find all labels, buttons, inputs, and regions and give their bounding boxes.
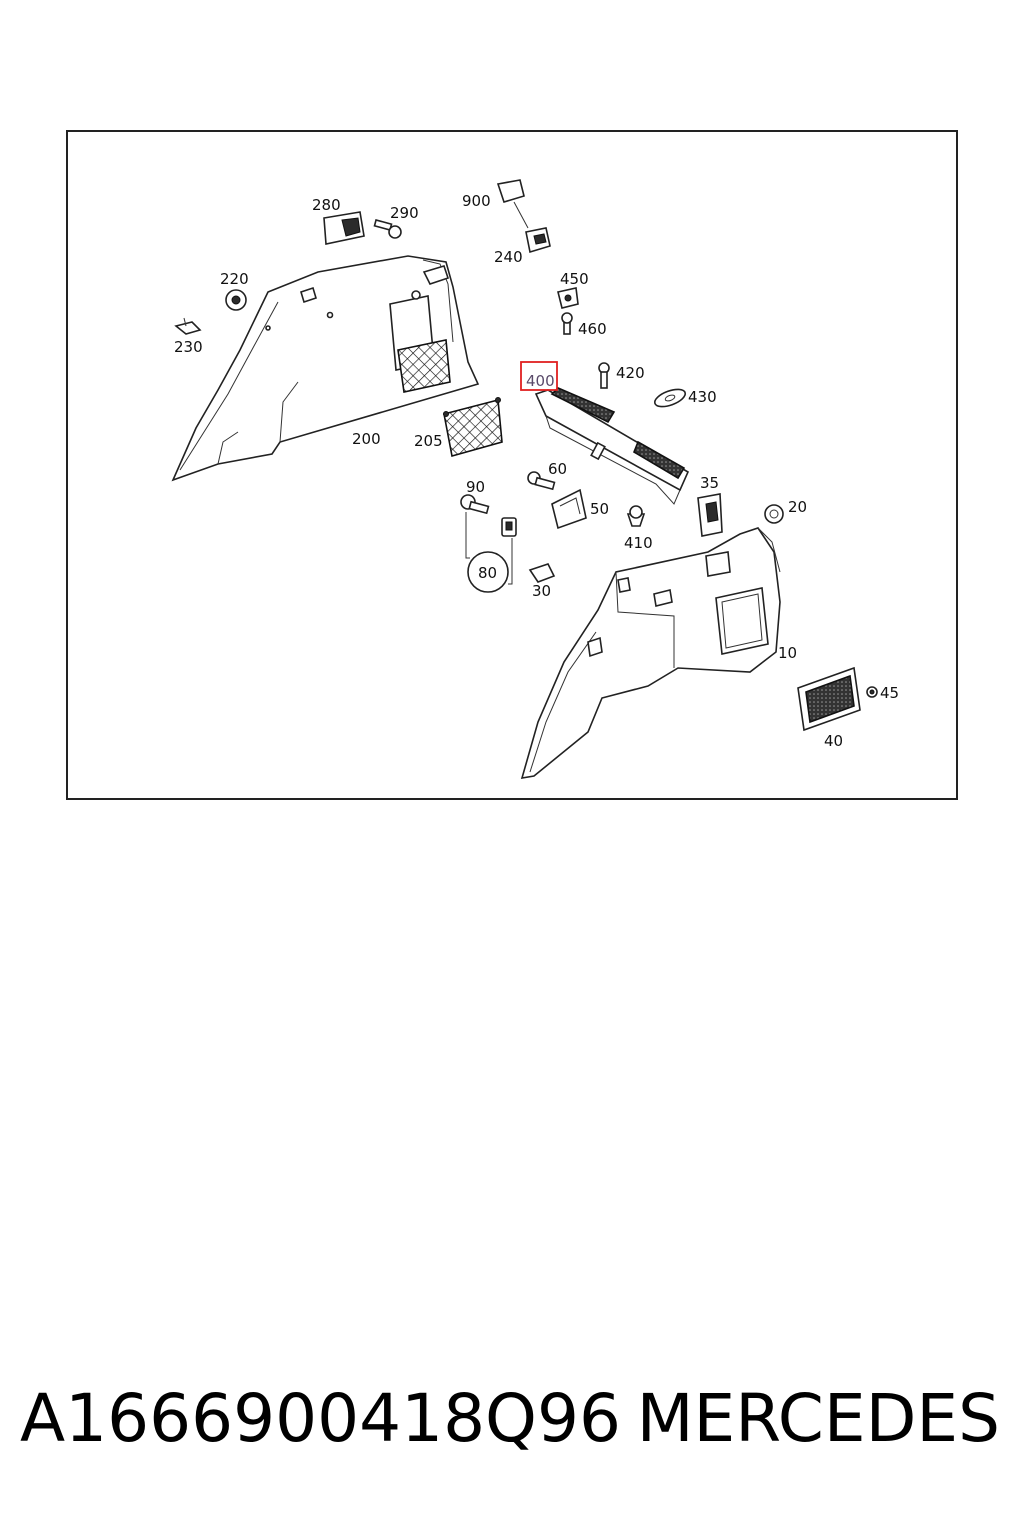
screw-420 — [598, 362, 610, 389]
callout-60: 60 — [548, 460, 567, 478]
clip-30 — [528, 563, 556, 583]
sill-panel-400 — [534, 387, 690, 505]
right-side-panel-10 — [520, 527, 781, 779]
callout-220: 220 — [220, 270, 249, 288]
storage-net-205 — [443, 397, 503, 458]
callout-430: 430 — [688, 388, 717, 406]
cover-cap-280 — [323, 211, 365, 245]
speaker-grille-40 — [797, 666, 861, 732]
callout-30: 30 — [532, 582, 551, 600]
clip-80-item — [501, 517, 517, 537]
bracket-50 — [551, 488, 587, 530]
left-side-panel-200 — [171, 255, 480, 482]
callout-205: 205 — [414, 432, 443, 450]
highlight-box-400 — [520, 361, 558, 391]
clip-230 — [174, 317, 202, 335]
screw-290 — [373, 219, 402, 239]
hook-900 — [496, 179, 529, 229]
callout-460: 460 — [578, 320, 607, 338]
screw-60 — [527, 471, 556, 491]
callout-80-bracket — [465, 512, 513, 585]
hook-35 — [697, 493, 723, 537]
parts-diagram: 280 290 900 240 220 230 450 460 400 420 … — [171, 179, 899, 779]
clip-220 — [225, 289, 247, 311]
callout-80-ring — [467, 551, 509, 593]
clip-20 — [764, 504, 784, 524]
callout-50: 50 — [590, 500, 609, 518]
bolt-90 — [460, 494, 490, 515]
nut-450 — [557, 287, 579, 309]
callout-40: 40 — [824, 732, 843, 750]
callout-90: 90 — [466, 478, 485, 496]
diagram-frame: 280 290 900 240 220 230 450 460 400 420 … — [66, 130, 958, 800]
callout-420: 420 — [616, 364, 645, 382]
screw-460 — [561, 312, 573, 335]
callout-400: 400 — [526, 372, 555, 390]
callout-240: 240 — [494, 248, 523, 266]
callout-35: 35 — [700, 474, 719, 492]
part-number: A1666900418Q96 — [20, 1380, 621, 1457]
callout-290: 290 — [390, 204, 419, 222]
clip-410 — [626, 505, 646, 527]
nut-45 — [866, 686, 878, 698]
callout-900: 900 — [462, 192, 491, 210]
callout-230: 230 — [174, 338, 203, 356]
callout-410: 410 — [624, 534, 653, 552]
callout-80: 80 — [478, 564, 497, 582]
callout-20: 20 — [788, 498, 807, 516]
callout-200: 200 — [352, 430, 381, 448]
grommet-430 — [653, 388, 687, 408]
callout-10: 10 — [778, 644, 797, 662]
footer: A1666900418Q96 MERCEDES — [0, 1380, 1024, 1470]
brand-name: MERCEDES — [636, 1380, 1000, 1457]
callout-450: 450 — [560, 270, 589, 288]
callout-45: 45 — [880, 684, 899, 702]
callout-280: 280 — [312, 196, 341, 214]
hook-240 — [525, 227, 551, 254]
